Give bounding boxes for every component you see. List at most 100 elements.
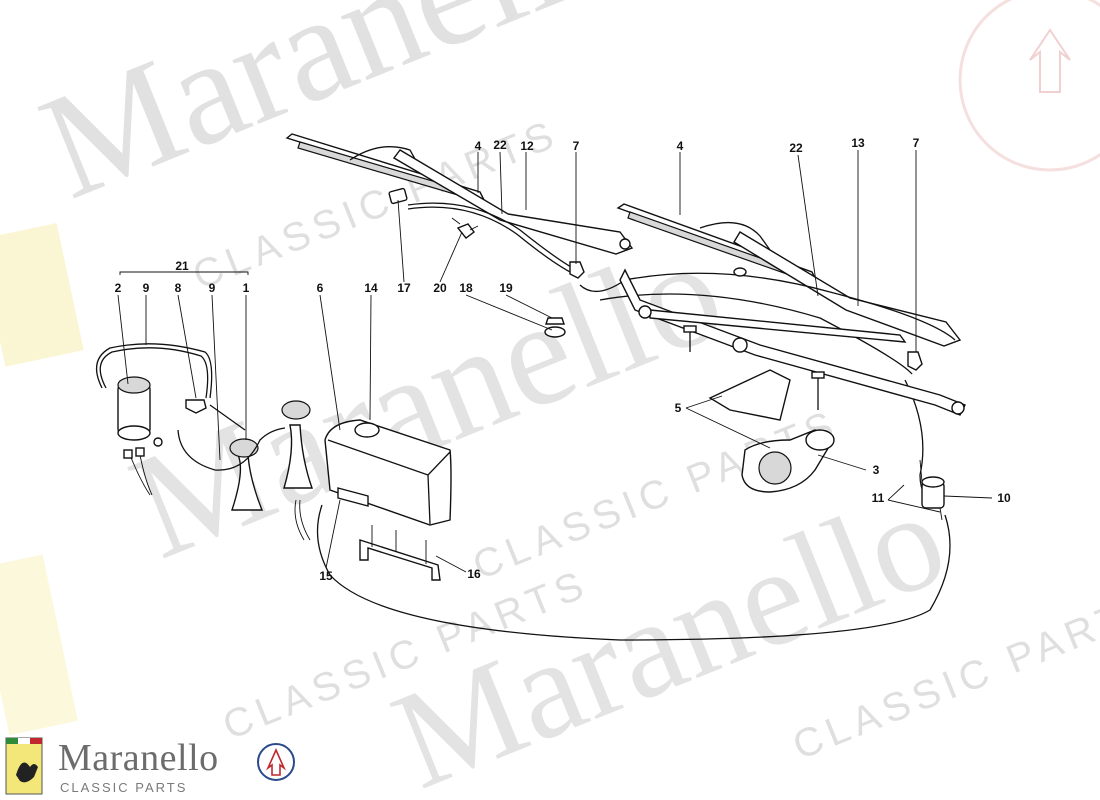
leader-9b: [211, 294, 221, 461]
nut-19: [545, 317, 565, 325]
callout-20: 20: [433, 281, 447, 295]
horn-assembly: [177, 400, 313, 511]
bolt-head: [683, 325, 697, 333]
leader-20: [439, 231, 463, 283]
leader-3: [817, 454, 867, 471]
leader-6: [319, 294, 341, 431]
horn-right-head: [281, 400, 311, 420]
compressor-terminal: [135, 447, 145, 457]
compressor-wires: [129, 454, 153, 496]
callout-18: 18: [459, 281, 473, 295]
compressor-nut: [153, 437, 163, 447]
leader-8: [177, 294, 197, 399]
callout-2: 2: [115, 281, 122, 295]
compressor-assembly: [95, 343, 311, 541]
wiper-blade-frame-right: [699, 222, 771, 251]
callout-12: 12: [520, 139, 534, 153]
leader-18: [465, 294, 553, 331]
washer-jet-right: [907, 351, 923, 371]
callout-11: 11: [872, 491, 885, 505]
callout-7: 7: [573, 139, 580, 153]
linkage-pivot-center: [732, 337, 748, 353]
bolt-head: [811, 371, 825, 379]
callout-22: 22: [493, 138, 507, 152]
hose-joint-20: [456, 223, 475, 239]
leader-11: [887, 484, 941, 513]
washer-hose-upper-left-2: [407, 206, 579, 277]
washer-hose-mid: [599, 293, 913, 375]
leader-lines: [117, 150, 993, 573]
compressor-bottom: [117, 425, 151, 441]
callout-3: 3: [873, 463, 880, 477]
washer-hose-upper-left: [407, 202, 581, 273]
washer-tank-assembly: [324, 419, 452, 581]
tank-bracket-legs: [371, 525, 427, 564]
leader-2: [117, 294, 129, 385]
leader-22a: [499, 151, 503, 215]
trident-icon: [266, 748, 286, 776]
wiper-blade-frame-left: [349, 146, 421, 169]
washer-hoses: [316, 202, 956, 641]
horn-pipe-2: [209, 404, 246, 431]
tank-wires: [294, 499, 311, 541]
wiper-assembly-left: [285, 133, 634, 255]
horn-right-trumpet: [283, 424, 313, 489]
leader-5: [685, 395, 771, 449]
leader-15: [325, 499, 341, 569]
washer-jet-left: [569, 261, 585, 279]
washer-pump-15: [337, 487, 369, 507]
brand-logo: Maranello CLASSIC PARTS: [6, 736, 306, 796]
leader-17: [397, 199, 405, 283]
prancing-horse-icon: [16, 762, 38, 783]
wiper-linkage: [619, 268, 966, 493]
ferrari-shield-watermark-icon: [0, 222, 84, 367]
washer-hose-cross: [579, 272, 956, 341]
leader-16: [435, 555, 467, 573]
logo-emblems: [5, 737, 295, 795]
callout-16: 16: [467, 567, 481, 581]
callout-21: 21: [175, 259, 189, 273]
hose-joint-arrows: [451, 217, 479, 231]
callout-5: 5: [675, 401, 682, 415]
washer-pump-assembly: [919, 459, 945, 521]
callout-labels: 21 2 9 8 9 1 6 14 17 20 18 19 4 22 12 7 …: [115, 136, 1011, 583]
leader-10: [943, 495, 993, 499]
spindle-cap: [733, 267, 747, 277]
callout-22: 22: [789, 141, 803, 155]
hose-clip-17: [388, 187, 408, 205]
horn-pipe: [177, 427, 286, 471]
ferrari-flag-stripe: [30, 738, 42, 744]
ferrari-flag-stripe: [18, 738, 30, 744]
air-hose-9-inner: [99, 347, 209, 399]
t-piece-8: [185, 399, 207, 414]
tank-bracket-16: [359, 539, 441, 581]
connectors: [388, 187, 923, 371]
logo-name: Maranello: [58, 737, 219, 779]
callout-7: 7: [913, 136, 920, 150]
wiper-arm-left: [392, 149, 634, 255]
callout-1: 1: [243, 281, 250, 295]
linkage-pivot-right: [951, 401, 965, 415]
washer-pump-top: [921, 476, 945, 488]
wiper-motor-gearbox: [758, 451, 792, 485]
callout-14: 14: [364, 281, 378, 295]
wiper-arm-pivot-left: [619, 238, 631, 250]
callout-9: 9: [209, 281, 216, 295]
maserati-roundel-watermark-icon: [958, 0, 1100, 172]
compressor-top: [117, 376, 151, 394]
maserati-badge-icon: [257, 743, 295, 781]
bracket-21: [119, 271, 249, 275]
motor-bracket: [708, 369, 791, 421]
leader-22b: [797, 154, 819, 297]
callout-8: 8: [175, 281, 182, 295]
leader-19: [505, 294, 553, 319]
callout-19: 19: [499, 281, 513, 295]
callout-4: 4: [677, 139, 684, 153]
leader-14: [369, 294, 372, 421]
callout-9: 9: [143, 281, 150, 295]
air-hose-9: [95, 343, 213, 399]
callout-15: 15: [319, 569, 333, 583]
washer-hose-main: [316, 504, 951, 641]
washer-tank-cap: [354, 422, 380, 438]
